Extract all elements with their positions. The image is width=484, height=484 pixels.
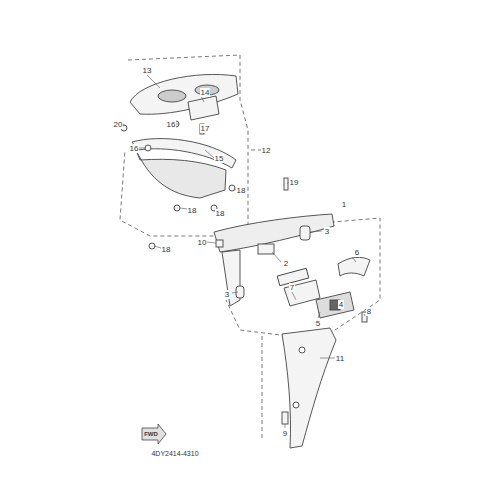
callout-number: 3 [324, 227, 330, 236]
callout-number: 10 [197, 238, 208, 247]
callout-number: 20 [113, 120, 124, 129]
callout-number: 18 [236, 186, 247, 195]
callout-number: 13 [142, 66, 153, 75]
callout-number: 3 [224, 290, 230, 299]
callout-number: 4 [338, 300, 344, 309]
callout-number: 16 [129, 144, 140, 153]
callout-number: 16 [166, 120, 177, 129]
callout-number: 9 [282, 429, 288, 438]
callout-number: 7 [289, 283, 295, 292]
callout-number: 1 [341, 200, 347, 209]
callout-number: 6 [354, 248, 360, 257]
callout-number: 12 [261, 146, 272, 155]
callout-number: 5 [315, 319, 321, 328]
callout-number: 14 [200, 88, 211, 97]
callout-number: 11 [335, 354, 345, 363]
callout-number: 18 [161, 245, 172, 254]
callout-number: 2 [283, 259, 289, 268]
callout-number: 17 [200, 124, 211, 133]
callout-number: 19 [289, 178, 300, 187]
direction-mark: FWD [143, 430, 159, 439]
callout-number: 18 [215, 209, 226, 218]
callout-number: 18 [187, 206, 198, 215]
callout-number: 8 [366, 307, 372, 316]
diagram-code: 4DY2414-4310 [150, 449, 199, 458]
callout-number: 15 [214, 154, 225, 163]
